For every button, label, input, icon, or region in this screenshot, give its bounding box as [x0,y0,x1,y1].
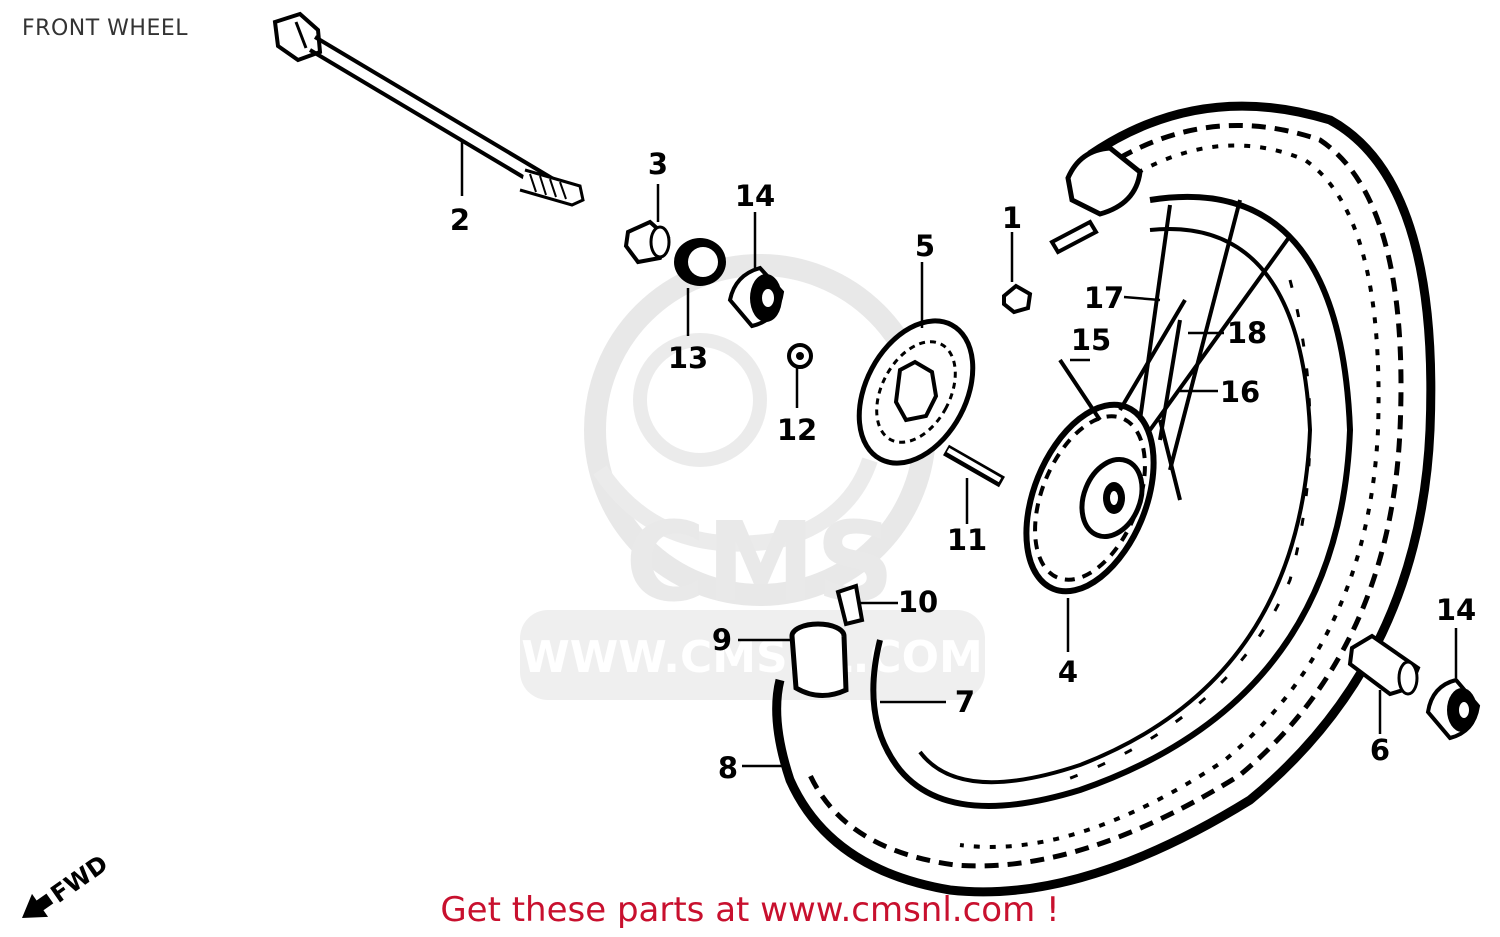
spoke-line [1158,319,1182,441]
callout-14-right: 14 [1436,593,1476,627]
rim-spoke-holes [1059,279,1312,784]
hub-part [1023,401,1157,595]
nut-hole [796,352,804,360]
bearing-left-part [727,265,785,329]
callout-13: 13 [668,341,708,375]
spoke-line [1138,204,1172,421]
axle-threaded-end [519,168,585,207]
callout-11: 11 [947,523,987,557]
bearing-right-part [1425,677,1481,741]
bolt-shaft-highlight [946,447,1002,483]
axle-head-facet [294,21,308,49]
parts-cta-link[interactable]: Get these parts at www.cmsnl.com ! [440,890,1060,930]
callout-4: 4 [1058,655,1078,689]
spacer-right-part [1347,633,1421,697]
callout-16: 16 [1220,375,1260,409]
callout-1: 1 [1002,201,1022,235]
axle-part [272,11,585,207]
brake-disc-part [856,318,976,466]
bolt-part [943,444,1005,488]
leader-lines [460,142,1458,768]
leader-17 [1123,295,1161,302]
nut-part [787,343,813,369]
callout-17: 17 [1084,281,1124,315]
spoke-nut-body [1002,283,1033,315]
rim-part [870,193,1354,809]
callout-15: 15 [1071,323,1111,357]
callout-10: 10 [898,585,938,619]
callout-12: 12 [777,413,817,447]
spacer-end [649,225,671,259]
axle-shaft-top [313,35,562,185]
watermark-banner [520,610,985,700]
bearing-right-bore [1459,702,1469,718]
callout-labels: 1 2 3 4 5 6 7 8 9 10 11 12 13 14 14 15 1… [450,147,1476,785]
spoke-nut-part [1002,283,1033,315]
callout-6-right: 6 [1370,733,1390,767]
brake-disc-hub [893,359,939,423]
callout-7: 7 [955,685,975,719]
brake-disc-holes [875,340,957,444]
bearing-left-bore [762,289,774,307]
tire-tread-inner [959,143,1381,849]
spoke-line [1058,358,1102,422]
rim-outer-edge [870,193,1354,809]
dust-seal-part [674,238,726,286]
watermark-mascot-body [593,457,878,552]
callout-2: 2 [450,203,470,237]
callout-18: 18 [1227,316,1267,350]
spoke-line [1118,298,1187,412]
axle-nut-head [272,11,323,63]
callout-8: 8 [718,751,738,785]
rim-inner-edge [918,227,1313,785]
callout-5: 5 [915,229,935,263]
axle-threads [529,173,567,200]
spacer-right-end [1397,660,1419,696]
spacer-part [623,219,671,265]
rim-band-end [1049,219,1099,255]
watermark-mascot-head [633,333,767,467]
spoke-line [1158,419,1182,501]
hub-bore-inner [1110,491,1118,505]
fwd-arrow-icon [22,893,54,918]
callout-14-left: 14 [735,179,775,213]
valve-cap-top-body [1065,145,1143,217]
spoke-line [1168,199,1242,471]
valve-cap-top-part [1049,145,1143,255]
tire-part [772,101,1436,897]
callout-3: 3 [648,147,668,181]
callout-9: 9 [712,623,732,657]
valve-cap-body [789,635,849,698]
valve-cap-part [789,583,865,698]
valve-stem [835,583,865,627]
axle-shaft-bottom [308,48,557,198]
dust-seal-inner [688,247,718,277]
tire-outer [772,101,1436,897]
tire-tread [807,122,1404,869]
page-title: FRONT WHEEL [22,16,188,41]
